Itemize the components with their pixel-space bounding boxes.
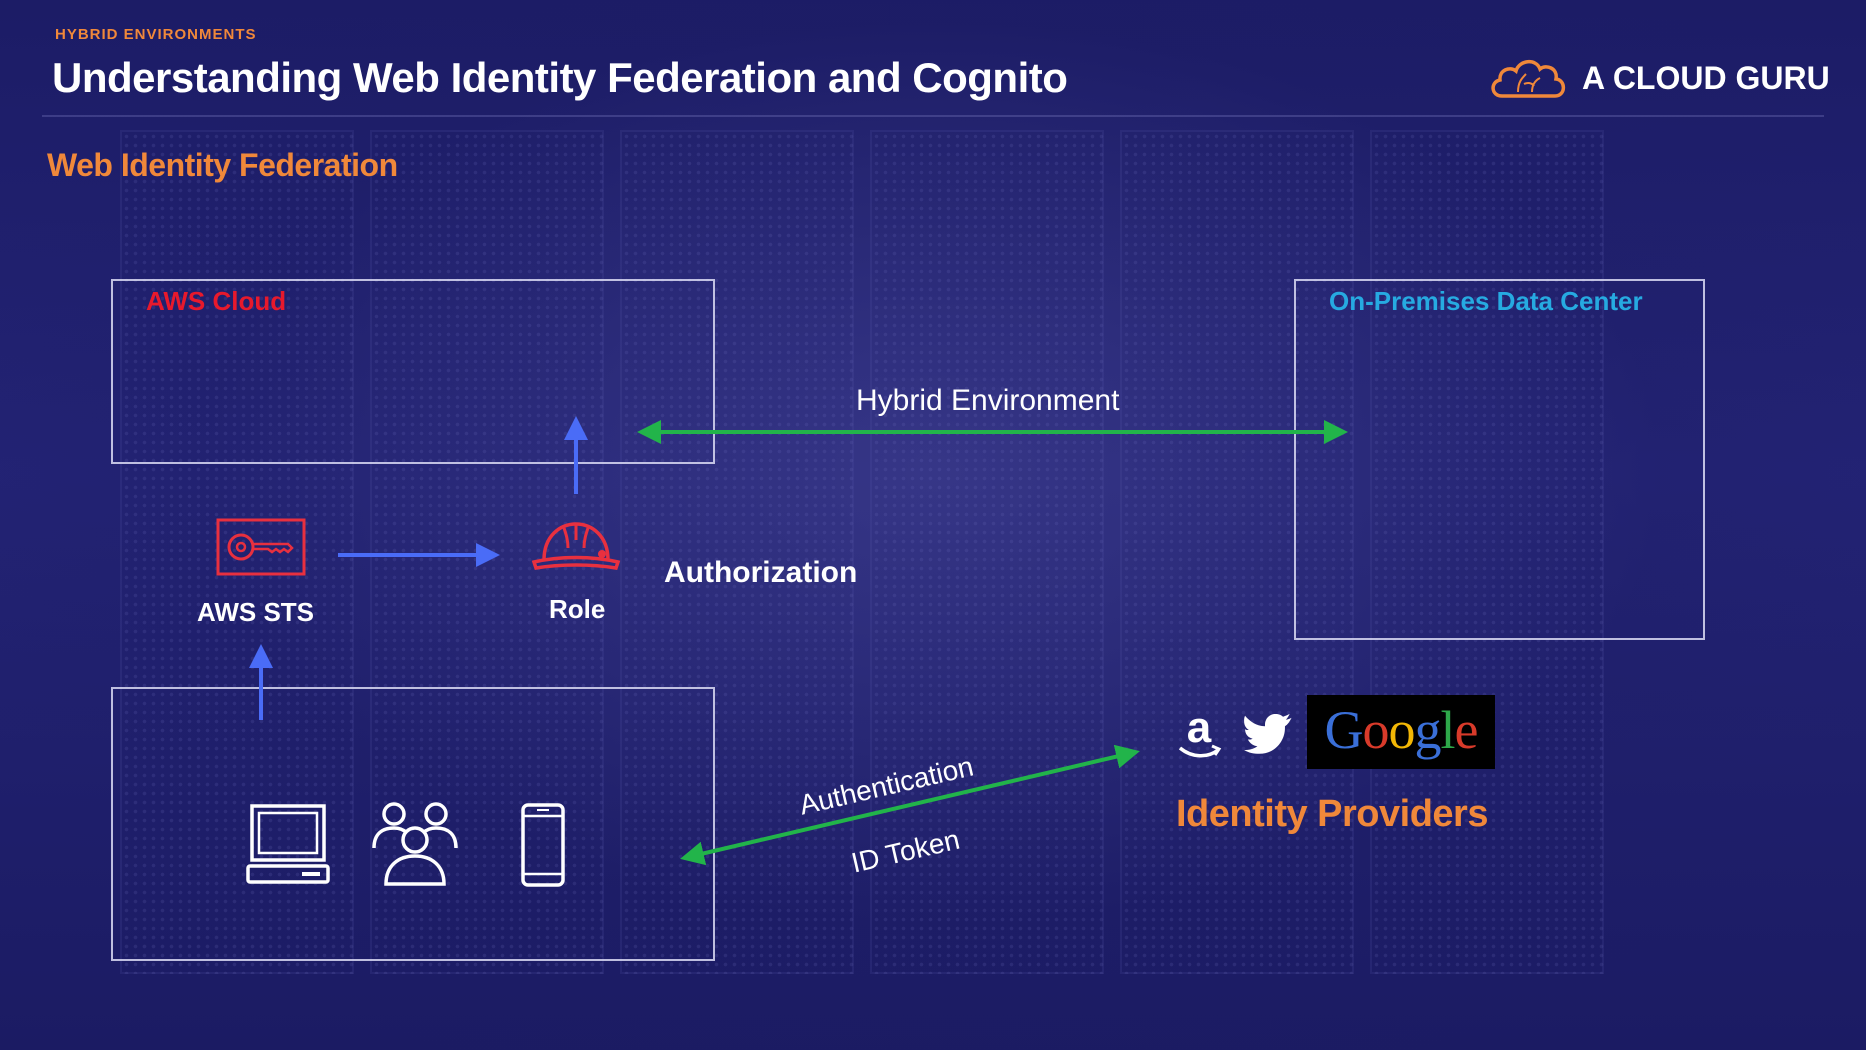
google-wordmark: Google bbox=[1307, 699, 1495, 761]
brand: A CLOUD GURU bbox=[1488, 52, 1830, 108]
section-title: Web Identity Federation bbox=[47, 147, 398, 183]
role-label: Role bbox=[549, 594, 606, 624]
on-premises-label: On-Premises Data Center bbox=[1329, 286, 1643, 316]
background-server-rack bbox=[1120, 130, 1354, 974]
google-letter-5: l bbox=[1440, 700, 1456, 760]
google-letter-4: g bbox=[1414, 700, 1442, 760]
hard-hat-icon bbox=[531, 522, 621, 570]
svg-text:a: a bbox=[1187, 708, 1212, 752]
on-premises-box bbox=[1294, 279, 1705, 640]
mobile-phone-icon bbox=[521, 803, 565, 887]
background-server-rack bbox=[120, 130, 354, 974]
amazon-logo: a bbox=[1178, 708, 1222, 758]
key-icon bbox=[216, 518, 306, 576]
google-letter-6: e bbox=[1454, 700, 1479, 760]
arrow-authentication bbox=[680, 744, 1140, 866]
hybrid-environment-label: Hybrid Environment bbox=[856, 384, 1120, 417]
google-logo: Google bbox=[1307, 695, 1495, 769]
authorization-label: Authorization bbox=[664, 556, 858, 589]
page-title: Understanding Web Identity Federation an… bbox=[52, 54, 1068, 101]
background-server-rack bbox=[1370, 130, 1604, 974]
aws-cloud-label: AWS Cloud bbox=[146, 286, 287, 316]
sts-label: AWS STS bbox=[197, 597, 315, 627]
laptop-icon bbox=[246, 804, 330, 884]
header-divider bbox=[42, 115, 1824, 117]
eyebrow-label: HYBRID ENVIRONMENTS bbox=[55, 26, 257, 43]
google-letter-3: o bbox=[1388, 700, 1416, 760]
google-letter-1: G bbox=[1324, 700, 1364, 760]
identity-providers-title: Identity Providers bbox=[1176, 793, 1488, 835]
google-letter-2: o bbox=[1362, 700, 1390, 760]
twitter-logo bbox=[1244, 714, 1292, 754]
aws-cloud-box bbox=[111, 279, 715, 464]
users-icon bbox=[372, 802, 458, 886]
cloud-logo-icon bbox=[1491, 60, 1566, 98]
brand-name: A CLOUD GURU bbox=[1582, 60, 1830, 96]
